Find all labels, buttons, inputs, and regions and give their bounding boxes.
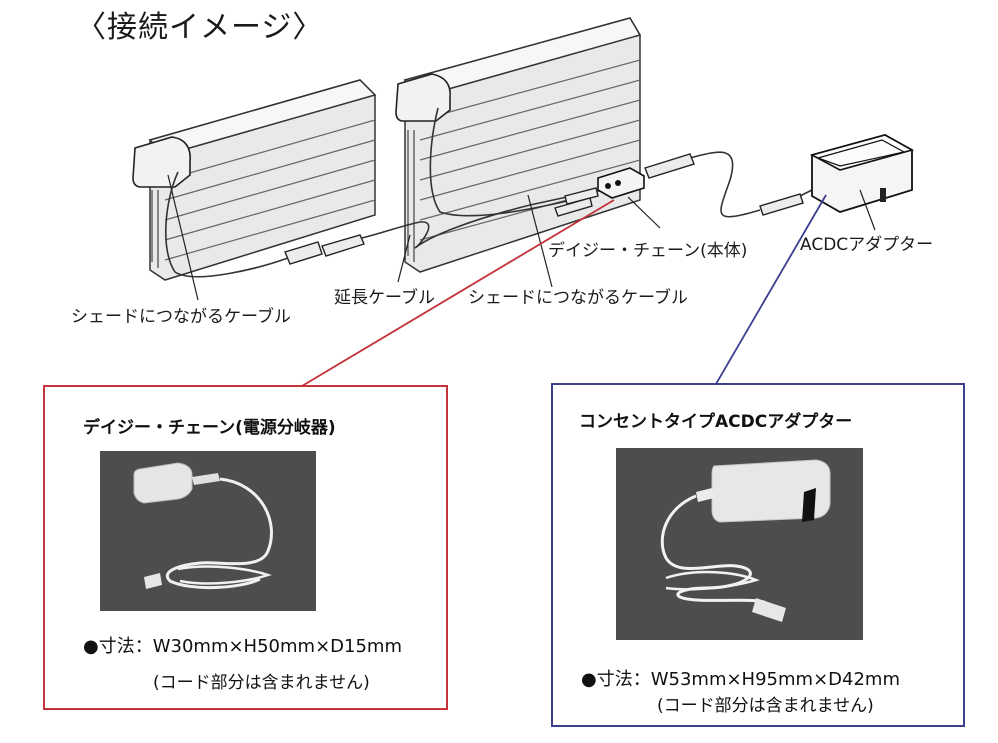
page-title: 〈接続イメージ〉 (76, 10, 324, 45)
left-shade-illustration (132, 79, 377, 281)
adapter-spec: ●寸法：W53mm×H95mm×D42mm (581, 669, 900, 690)
acdc-adapter-illustration (809, 134, 915, 213)
label-shade-cable-left: シェードにつながるケーブル (71, 307, 291, 327)
daisy-chain-box-title: デイジー・チェーン(電源分岐器) (83, 418, 336, 438)
adapter-photo (616, 448, 863, 640)
daisy-chain-photo (100, 451, 316, 611)
label-acdc-adapter: ACDCアダプター (800, 235, 934, 255)
daisy-chain-info-box: デイジー・チェーン(電源分岐器) ●寸法：W30mm×H50mm×D15mm (… (43, 385, 448, 710)
red-pointer-line (301, 199, 615, 387)
daisy-chain-body-illustration (597, 167, 645, 199)
adapter-info-box: コンセントタイプACDCアダプター ●寸法：W53mm×H95mm×D42mm … (551, 383, 965, 727)
label-leaders (167, 174, 876, 301)
daisy-chain-spec: ●寸法：W30mm×H50mm×D15mm (83, 636, 402, 657)
adapter-note: (コード部分は含まれません) (657, 696, 874, 716)
label-shade-cable-right: シェードにつながるケーブル (468, 288, 688, 308)
cables (165, 107, 813, 278)
connectors (284, 153, 804, 265)
label-daisy-chain-body: デイジー・チェーン(本体) (548, 241, 748, 261)
daisy-chain-note: (コード部分は含まれません) (153, 673, 370, 693)
right-shade-illustration (395, 17, 642, 273)
blue-pointer-line (715, 194, 827, 385)
label-extension-cable: 延長ケーブル (334, 288, 435, 308)
adapter-box-title: コンセントタイプACDCアダプター (579, 412, 853, 432)
